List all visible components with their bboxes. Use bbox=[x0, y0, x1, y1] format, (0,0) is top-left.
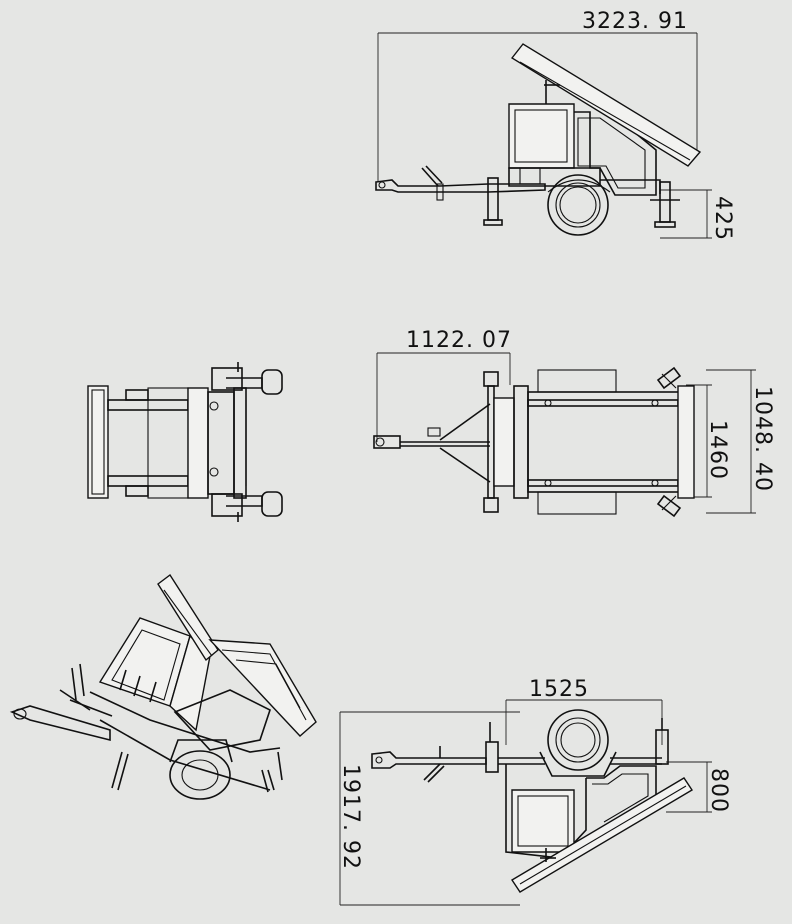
dimension-outer-width-label: 1048. 40 bbox=[750, 386, 775, 492]
plan-view: 1525 1917. 92 800 bbox=[338, 677, 731, 906]
dimension-track-label: 1525 bbox=[529, 677, 589, 702]
dimension-height: 425 bbox=[660, 189, 735, 241]
side-view: 3223. 91 425 bbox=[375, 9, 735, 241]
isometric-view bbox=[9, 573, 317, 800]
dimension-height-label: 425 bbox=[710, 196, 735, 241]
dimension-plan-length-label: 1917. 92 bbox=[338, 764, 363, 870]
dimension-length-label: 3223. 91 bbox=[582, 9, 688, 34]
dimension-offset-label: 1122. 07 bbox=[406, 328, 512, 353]
dimension-plan-offset: 800 bbox=[666, 761, 731, 813]
dimension-inner-width-label: 1460 bbox=[705, 420, 730, 480]
dimension-outer-width: 1048. 40 bbox=[706, 369, 775, 514]
dimension-plan-length: 1917. 92 bbox=[338, 711, 520, 906]
dimension-offset: 1122. 07 bbox=[376, 328, 512, 442]
dimension-inner-width: 1460 bbox=[686, 384, 730, 498]
dimension-plan-offset-label: 800 bbox=[706, 768, 731, 813]
top-view: 1122. 07 1460 1048. 40 bbox=[373, 328, 775, 518]
dimension-length: 3223. 91 bbox=[377, 9, 698, 182]
front-view bbox=[87, 362, 283, 522]
dimension-track: 1525 bbox=[505, 677, 663, 745]
